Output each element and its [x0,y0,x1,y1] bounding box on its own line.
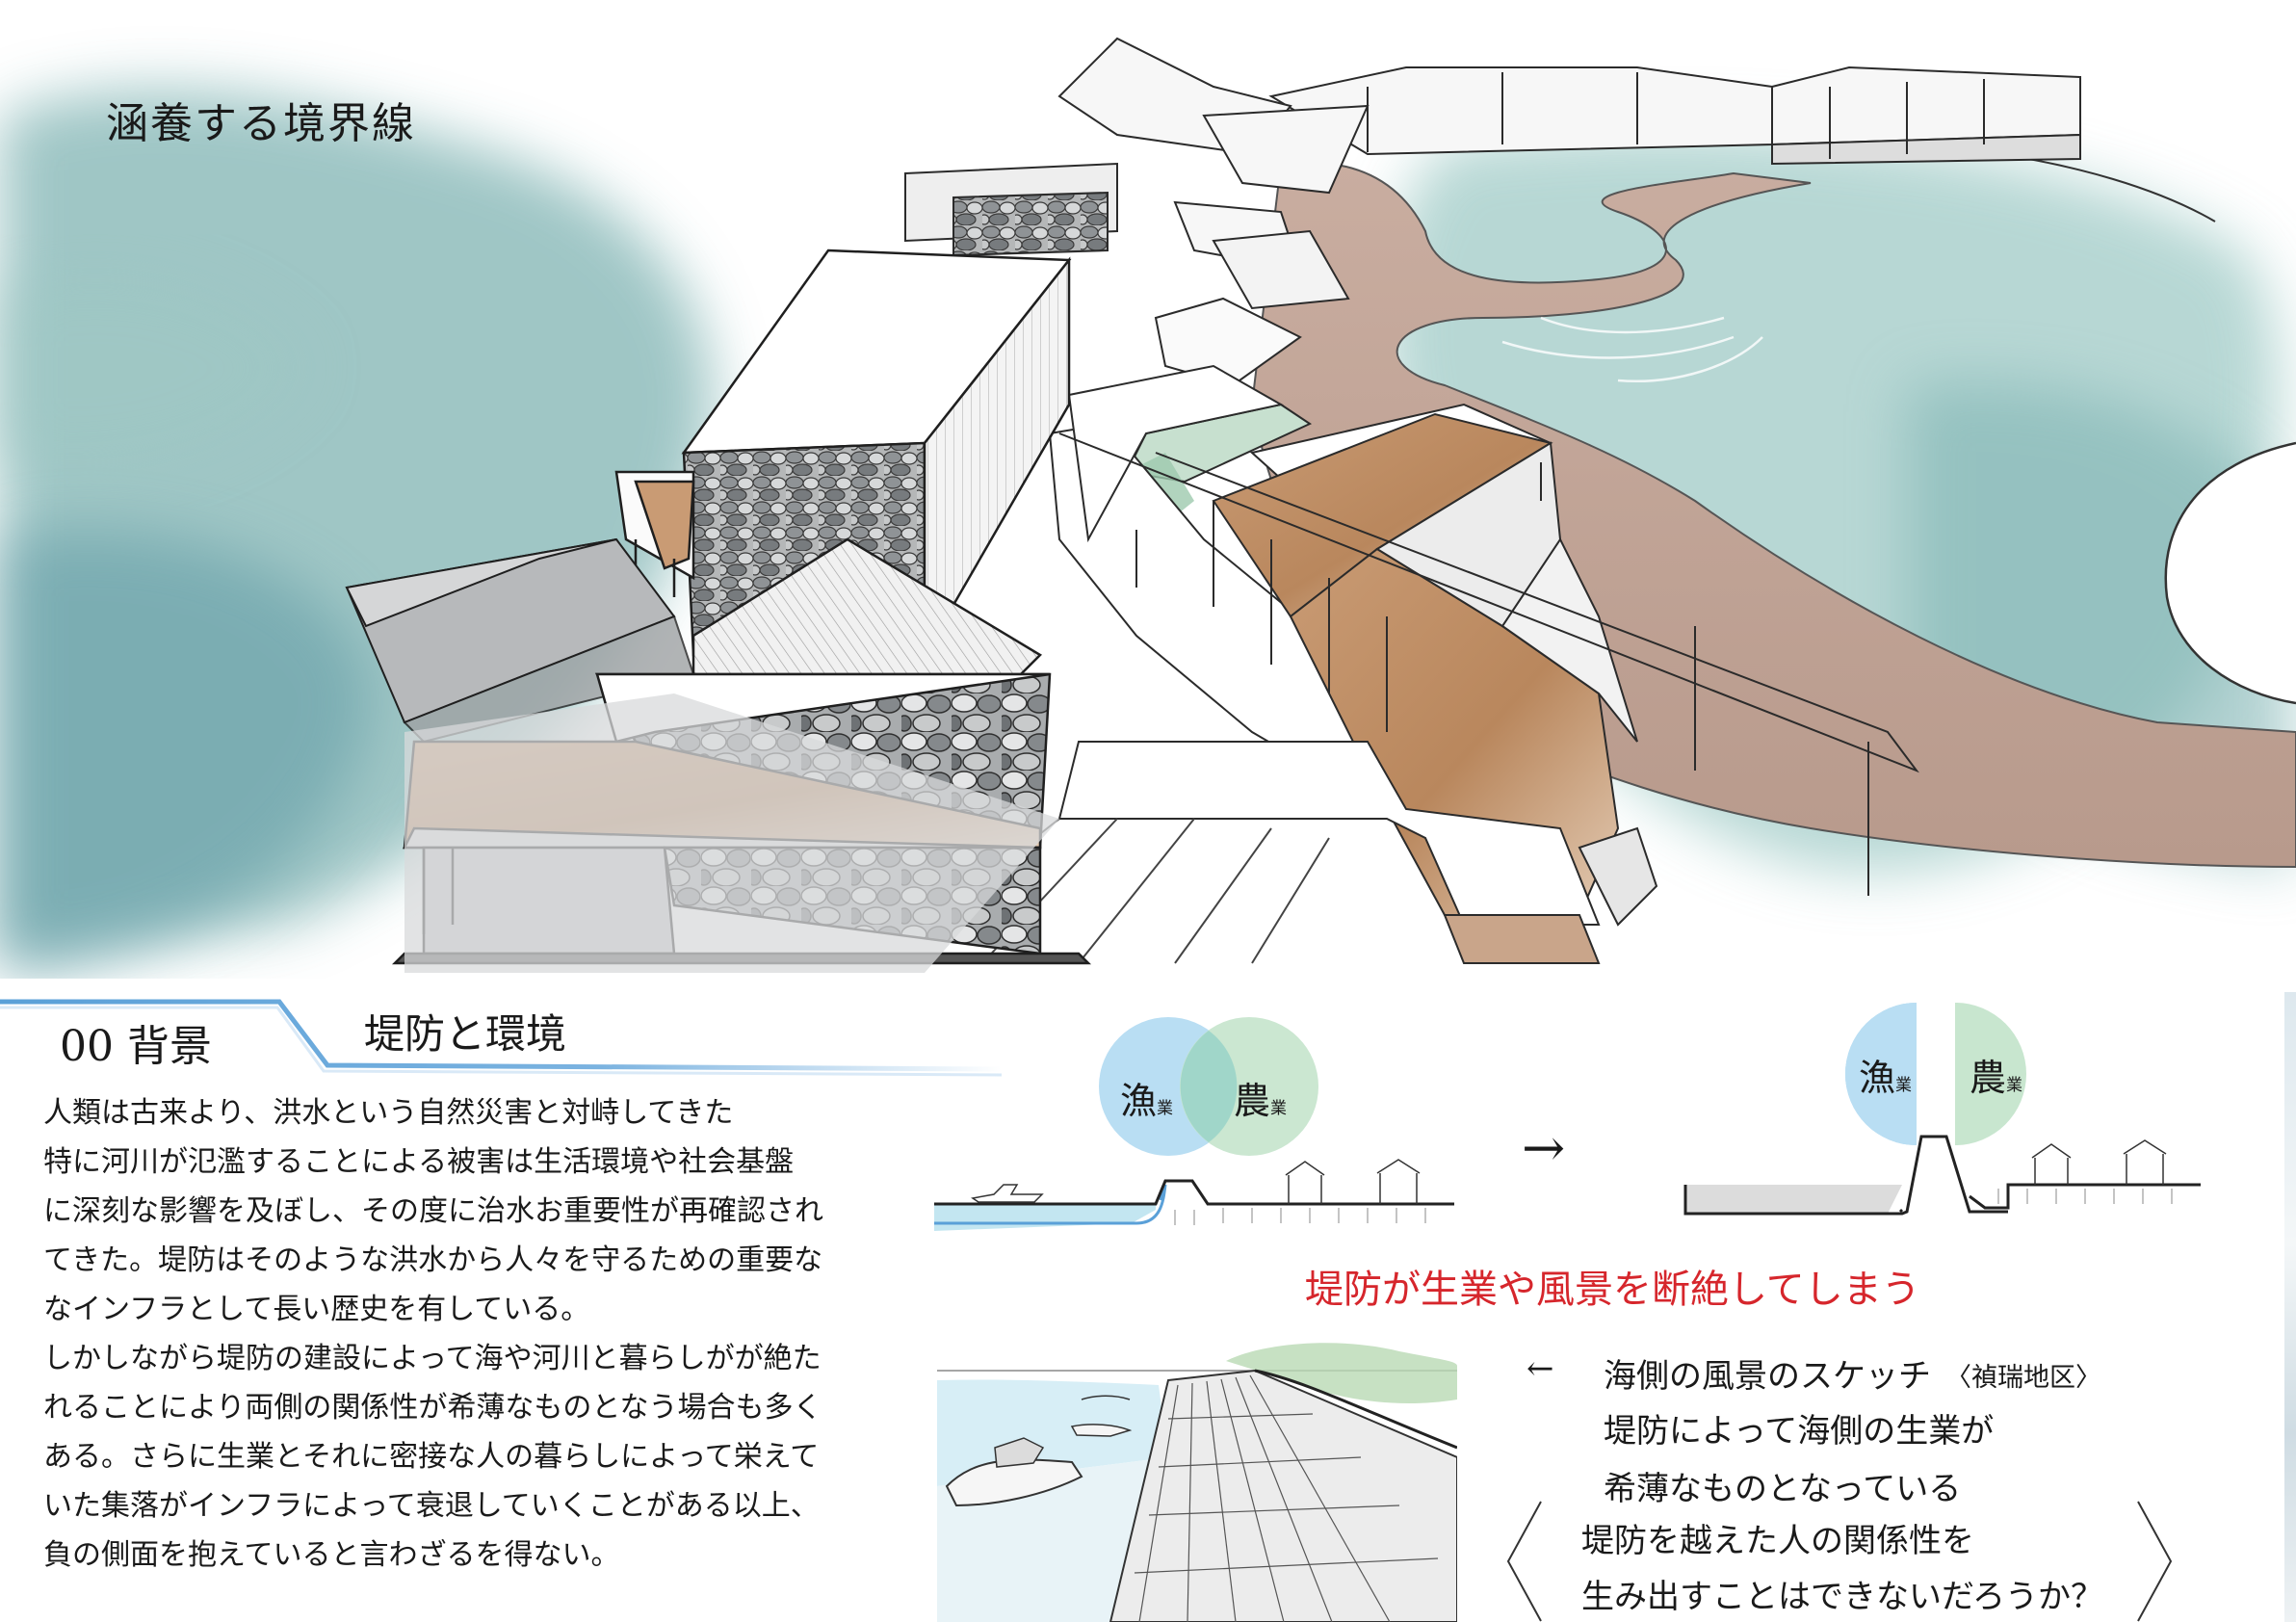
venn-split [1845,1003,2026,1145]
sketch-caption: 海側の風景のスケッチ [1604,1357,1931,1396]
seaside-sketch [937,1342,1457,1622]
body-line: に深刻な影響を及ぼし、その度に治水お重要性が再確認され [43,1194,823,1228]
body-text: 人類は古来より、洪水という自然災害と対峙してきた 特に河川が氾濫することによる被… [43,1088,843,1580]
body-line: なインフラとして長い歴史を有している。 [43,1293,590,1326]
body-line: 特に河川が氾濫することによる被害は生活環境や社会基盤 [43,1145,795,1179]
farming-label-split: 農業 [1970,1057,2023,1099]
fishing-label-split: 漁業 [1859,1057,1913,1099]
section-subtitle: 堤防と環境 [364,1010,567,1058]
main-title: 涵養する境界線 [106,99,416,148]
plaza [404,693,1059,973]
main-building [614,249,1072,695]
body-line: ある。さらに生業とそれに密接な人の暮らしによって栄えて [43,1440,820,1474]
rear-buildings [904,37,2081,387]
body-line: てきた。堤防はそのような洪水から人々を守るための重要な [43,1243,823,1277]
body-line: しかしながら堤防の建設によって海や河川と暮らしがが絶た [43,1342,822,1375]
architectural-illustration [0,37,2296,973]
section-before [934,1159,1454,1231]
fishing-label: 漁業 [1120,1080,1174,1122]
body-line: 人類は古来より、洪水という自然災害と対峙してきた [43,1096,734,1130]
section-number: 00 背景 [60,1022,212,1071]
body-line: 負の側面を抱えていると言わざるを得ない。 [43,1538,620,1572]
body-line: れることにより両側の関係性が希薄なものとなう場合も多く [43,1391,822,1425]
question-brackets [1506,1501,2173,1622]
question-line: 堤防を越えた人の関係性を [1581,1522,1974,1560]
farming-label: 農業 [1234,1080,1288,1122]
left-arrow: ← [1526,1349,1554,1388]
section-header-band [0,999,1002,1077]
sketch-note-line: 堤防によって海側の生業が [1604,1412,1995,1451]
place-label: 〈禎瑞地区〉 [1945,1363,2101,1393]
question-line: 生み出すことはできないだろうか？ [1581,1578,2103,1616]
section-after [1683,1135,2201,1216]
body-line: いた集落がインフラによって衰退していくことがある以上、 [43,1489,820,1523]
boardwalk [1058,412,1919,916]
sea-wall [924,741,1658,964]
venn-overlap [1099,1017,1318,1156]
grey-decks [345,537,695,744]
transition-arrow: → [1522,1117,1566,1178]
adjacent-panel-edge [2284,992,2296,1622]
warning-text: 堤防が生業や風景を断絶してしまう [1305,1268,1920,1312]
sketch-note-line: 希薄なものとなっている [1604,1470,1962,1508]
